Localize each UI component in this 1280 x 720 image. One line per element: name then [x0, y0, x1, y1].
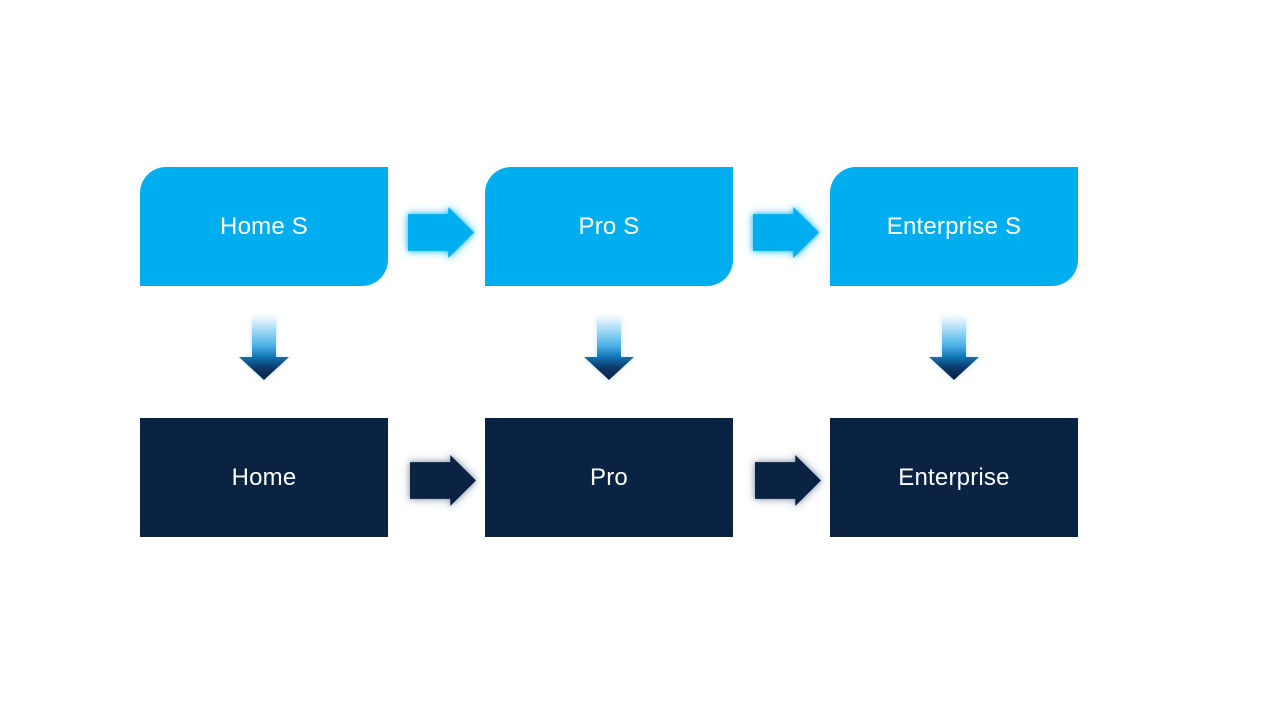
right-arrow-shape: [408, 207, 474, 258]
node-home: Home: [140, 418, 388, 537]
down-arrow-shape: [239, 318, 289, 380]
node-pro-s: Pro S: [485, 167, 733, 286]
node-pro-label: Pro: [590, 463, 628, 491]
right-arrow-icon: [753, 207, 819, 258]
down-arrow-icon: [929, 318, 979, 380]
down-arrow-shape: [584, 318, 634, 380]
right-arrow-icon: [408, 207, 474, 258]
right-arrow-shape: [753, 207, 819, 258]
right-arrow-shape: [410, 455, 476, 506]
right-arrow-icon: [755, 455, 821, 506]
node-enterprise-s: Enterprise S: [830, 167, 1078, 286]
node-home-s: Home S: [140, 167, 388, 286]
node-enterprise-s-label: Enterprise S: [886, 212, 1022, 240]
down-arrow-shape: [929, 318, 979, 380]
node-home-s-label: Home S: [220, 212, 308, 240]
node-enterprise-label: Enterprise: [898, 463, 1010, 491]
right-arrow-shape: [755, 455, 821, 506]
node-home-label: Home: [231, 463, 297, 491]
down-arrow-icon: [584, 318, 634, 380]
node-pro-s-label: Pro S: [578, 212, 640, 240]
node-enterprise: Enterprise: [830, 418, 1078, 537]
node-pro: Pro: [485, 418, 733, 537]
right-arrow-icon: [410, 455, 476, 506]
down-arrow-icon: [239, 318, 289, 380]
